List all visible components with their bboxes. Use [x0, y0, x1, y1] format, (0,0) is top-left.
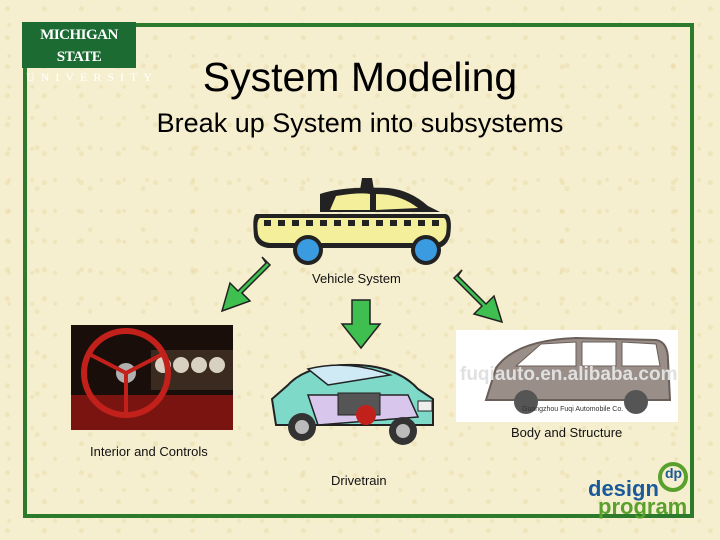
vehicle-system-label: Vehicle System	[312, 271, 401, 286]
dp-mark: dp	[665, 465, 682, 481]
arrow-right	[452, 268, 507, 326]
photo-caption: Guangzhou Fuqi Automobile Co.	[522, 406, 623, 413]
interior-controls-label: Interior and Controls	[90, 444, 208, 459]
slide-title: System Modeling	[0, 54, 720, 101]
body-structure-photo: fuqiauto.en.alibaba.com Guangzhou Fuqi A…	[456, 330, 678, 422]
arrow-left	[218, 255, 273, 315]
dp-logo-bottom: program	[598, 494, 687, 520]
slide-subtitle: Break up System into subsystems	[0, 108, 720, 139]
drivetrain-image	[268, 355, 438, 455]
design-program-logo: dp design program	[586, 460, 696, 518]
interior-photo	[71, 325, 233, 430]
drivetrain-label: Drivetrain	[331, 473, 387, 488]
photo-watermark: fuqiauto.en.alibaba.com	[460, 364, 677, 386]
body-structure-label: Body and Structure	[511, 425, 622, 440]
arrow-middle	[340, 298, 382, 350]
taxi-image	[250, 176, 455, 271]
